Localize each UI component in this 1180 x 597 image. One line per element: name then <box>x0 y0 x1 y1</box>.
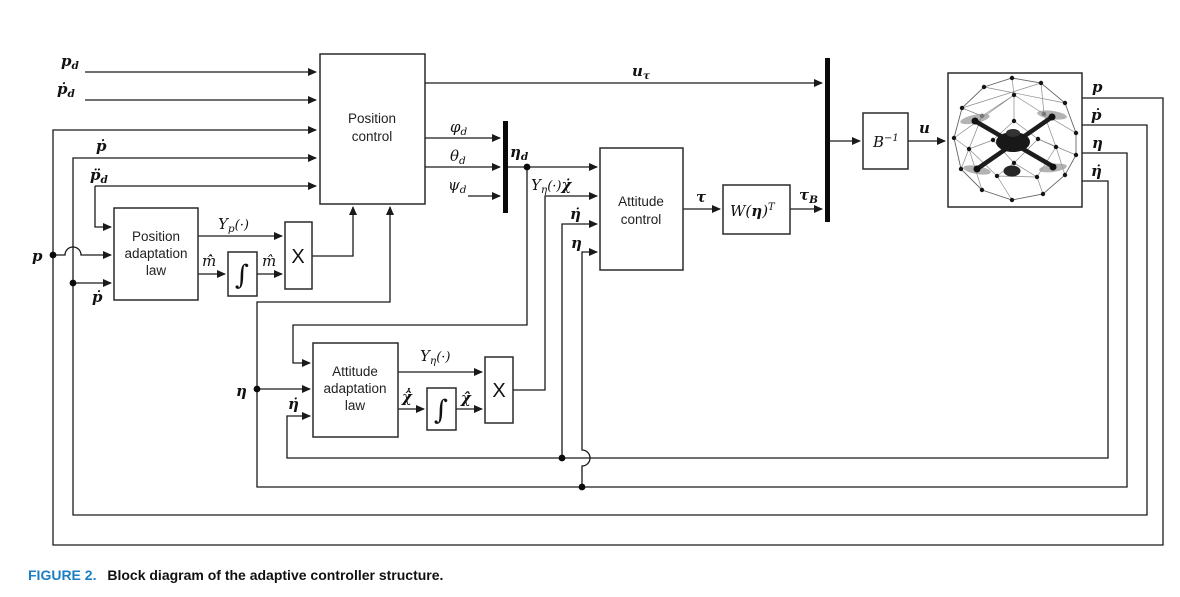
eta-feedback-loop <box>256 152 1128 488</box>
multiplier2-symbol: X <box>492 380 505 402</box>
p-dot-junction-dot <box>69 279 77 287</box>
eta-dot-adaptation-label: η̇ <box>288 395 299 413</box>
tau-label: τ <box>696 188 707 206</box>
p-branch-with-hop <box>53 246 112 259</box>
attitude-control-block <box>599 147 684 271</box>
figure-caption: FIGURE 2. Block diagram of the adaptive … <box>28 567 443 583</box>
p-dot-lower-label: ṗ <box>92 288 103 306</box>
psi-d-label: ψd <box>448 176 467 196</box>
eta-dot-feedback-loop <box>286 180 1109 459</box>
chi-hat-label: χ̂ <box>460 389 472 407</box>
multiplier2-block <box>484 356 514 424</box>
p-ddot-d-label: p̈d <box>90 166 109 186</box>
attitude-adaptation-label-3: law <box>345 398 366 413</box>
p-dot-d-label: ṗd <box>57 80 76 100</box>
m-hat-label: m̂ <box>262 252 276 270</box>
cage-outline <box>953 77 1077 201</box>
eta-dot-junction-dot <box>558 454 566 462</box>
p-feedback-loop <box>52 97 1164 546</box>
multiplier2-output-line <box>513 192 598 391</box>
integrator2-block <box>426 387 457 431</box>
eta-dot-branch-to-attitude-control <box>561 220 598 458</box>
p-d-label: pd <box>61 52 80 72</box>
b-inverse-block <box>862 112 909 170</box>
attitude-adaptation-label-1: Attitude <box>332 364 378 379</box>
Y-eta-label: Yη(·) <box>420 347 450 367</box>
phi-d-label: φd <box>450 118 468 138</box>
w-transpose-label: W(η)T <box>730 202 776 220</box>
quadcopter <box>960 110 1067 177</box>
mux-bar-2 <box>825 58 830 222</box>
b-inverse-label: B−1 <box>872 133 899 151</box>
attitude-control-label-2: control <box>621 212 662 227</box>
drone-image <box>951 75 1079 203</box>
p-dot-feedback-loop <box>72 124 1148 516</box>
eta-d-label: ηd <box>510 143 529 163</box>
eta-input-label: η <box>236 382 247 400</box>
attitude-control-label-1: Attitude <box>618 194 664 209</box>
p-dot-output-label: ṗ <box>1091 106 1102 124</box>
eta-branch-to-attitude-control-with-hop <box>581 248 598 487</box>
m-hat-dot-label: m̂̇ <box>202 252 216 270</box>
mux-bar-1 <box>503 121 508 213</box>
u-tau-label: uτ <box>632 62 651 82</box>
position-adaptation-label-1: Position <box>132 229 180 244</box>
w-transpose-block <box>722 184 791 235</box>
eta-dot-control-label: η̇ <box>570 205 581 223</box>
multiplier1-output-line <box>312 206 357 257</box>
position-adaptation-label-3: law <box>146 263 167 278</box>
position-adaptation-label-2: adaptation <box>124 246 187 261</box>
figure-caption-label: FIGURE 2. <box>28 567 96 583</box>
Y-eta-chi-dot-label: Yη(·)χ̇ <box>531 176 572 196</box>
chi-hat-dot-label: χ̂̇ <box>401 386 413 406</box>
p-junction-dot <box>49 251 57 259</box>
p-input-label: p <box>32 247 43 265</box>
cage-nodes <box>951 75 1079 203</box>
eta-dot-output-label: η̇ <box>1091 162 1102 180</box>
u-label: u <box>919 119 930 137</box>
p-ddot-d-branch <box>94 186 112 231</box>
position-control-label-2: control <box>352 129 393 144</box>
position-adaptation-law-block <box>113 207 199 301</box>
multiplier1-block <box>284 221 313 290</box>
eta-junction-dot <box>253 385 261 393</box>
eta-junction-dot-2 <box>578 483 586 491</box>
multiplier1-symbol: X <box>291 246 304 268</box>
integrator1-block <box>227 251 258 297</box>
p-dot-upper-label: ṗ <box>96 137 107 155</box>
attitude-adaptation-label-2: adaptation <box>323 381 386 396</box>
position-control-label-1: Position <box>348 111 396 126</box>
attitude-adaptation-law-block <box>312 342 399 438</box>
p-output-label: p <box>1092 78 1103 96</box>
eta-d-junction-dot <box>523 163 531 171</box>
Y-p-label: Yp(·) <box>218 215 249 235</box>
eta-control-label: η <box>571 234 582 252</box>
integrator1-symbol: ∫ <box>235 260 249 291</box>
eta-output-label: η <box>1092 134 1103 152</box>
figure-caption-text: Block diagram of the adaptive controller… <box>107 567 443 583</box>
tau-B-label: τB <box>799 186 818 206</box>
theta-d-label: θd <box>450 147 466 167</box>
integrator2-symbol: ∫ <box>434 395 448 426</box>
eta-d-branch-to-adaptation <box>292 167 528 367</box>
position-control-block <box>319 53 426 205</box>
